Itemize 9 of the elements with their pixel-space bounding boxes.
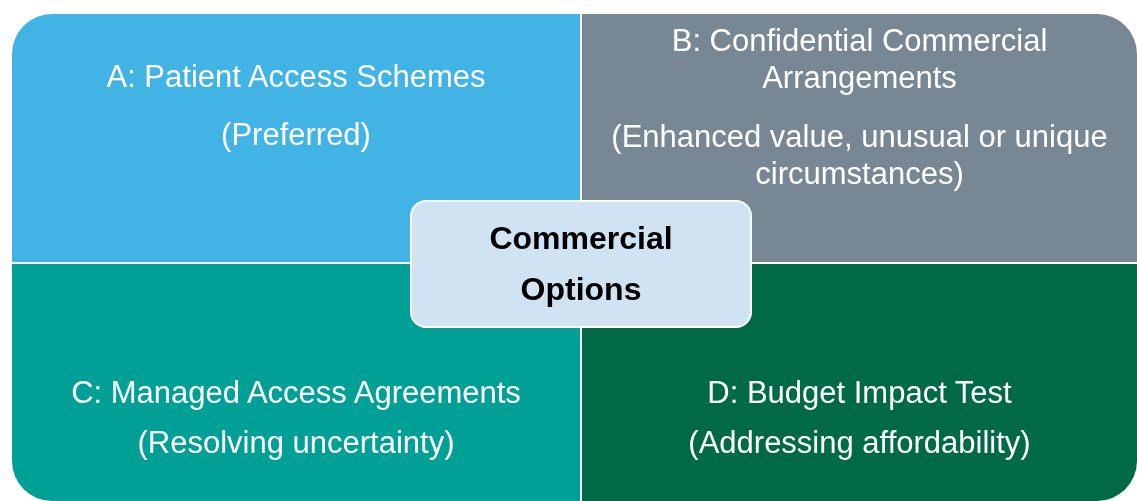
quadrant-subtitle: (Preferred): [220, 116, 372, 154]
quadrant-subtitle: (Addressing affordability): [687, 424, 1032, 462]
quadrant-subtitle: (Resolving uncertainty): [136, 424, 456, 462]
quadrant-subtitle: (Enhanced value, unusual or unique circumstances): [610, 118, 1109, 193]
quadrant-heading: D: Budget Impact Test: [706, 374, 1013, 412]
quadrant-heading: B: Confidential Commercial Arrangements: [670, 22, 1049, 97]
quadrant-heading: C: Managed Access Agreements: [70, 374, 522, 412]
quadrant-heading: A: Patient Access Schemes: [105, 58, 487, 96]
center-label-box: Commercial Options: [410, 200, 752, 328]
